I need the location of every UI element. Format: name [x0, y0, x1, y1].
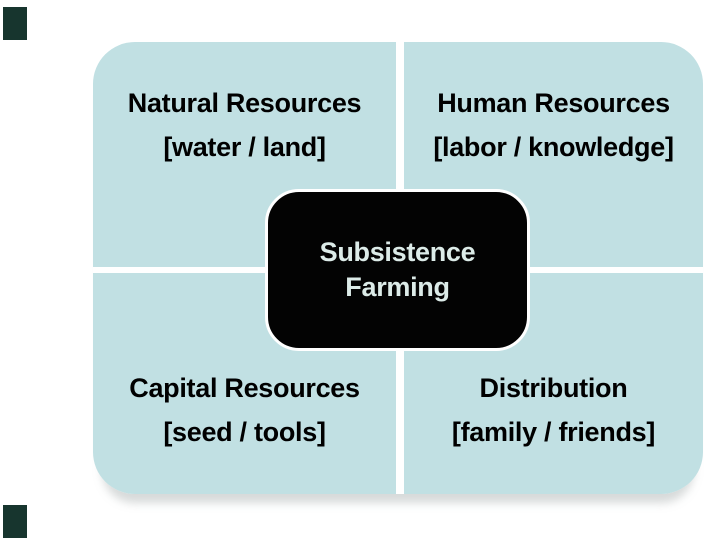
subsistence-farming-diagram: Natural Resources [water / land] Human R…	[93, 42, 703, 494]
quadrant-natural-resources: Natural Resources [water / land]	[93, 42, 396, 267]
slide-corner-mark-bottom	[3, 505, 27, 538]
center-node-line2: Farming	[345, 272, 450, 302]
quadrant-title: Distribution	[479, 373, 628, 403]
center-node-subsistence-farming: Subsistence Farming	[265, 189, 530, 351]
quadrant-detail: [family / friends]	[451, 417, 656, 447]
quadrant-text-block: Human Resources [labor / knowledge]	[404, 42, 703, 169]
quadrant-detail: [water / land]	[163, 132, 326, 162]
quadrant-title: Natural Resources	[127, 88, 362, 118]
quadrant-text-block: Natural Resources [water / land]	[93, 42, 396, 169]
quadrant-text-block: Capital Resources [seed / tools]	[93, 273, 396, 454]
center-node-line1: Subsistence	[319, 237, 476, 267]
quadrant-title: Human Resources	[437, 88, 670, 118]
quadrant-detail: [seed / tools]	[163, 417, 326, 447]
quadrant-detail: [labor / knowledge]	[433, 132, 674, 162]
quadrant-text-block: Distribution [family / friends]	[404, 273, 703, 454]
slide-corner-mark-top	[3, 7, 27, 40]
quadrant-title: Capital Resources	[129, 373, 360, 403]
